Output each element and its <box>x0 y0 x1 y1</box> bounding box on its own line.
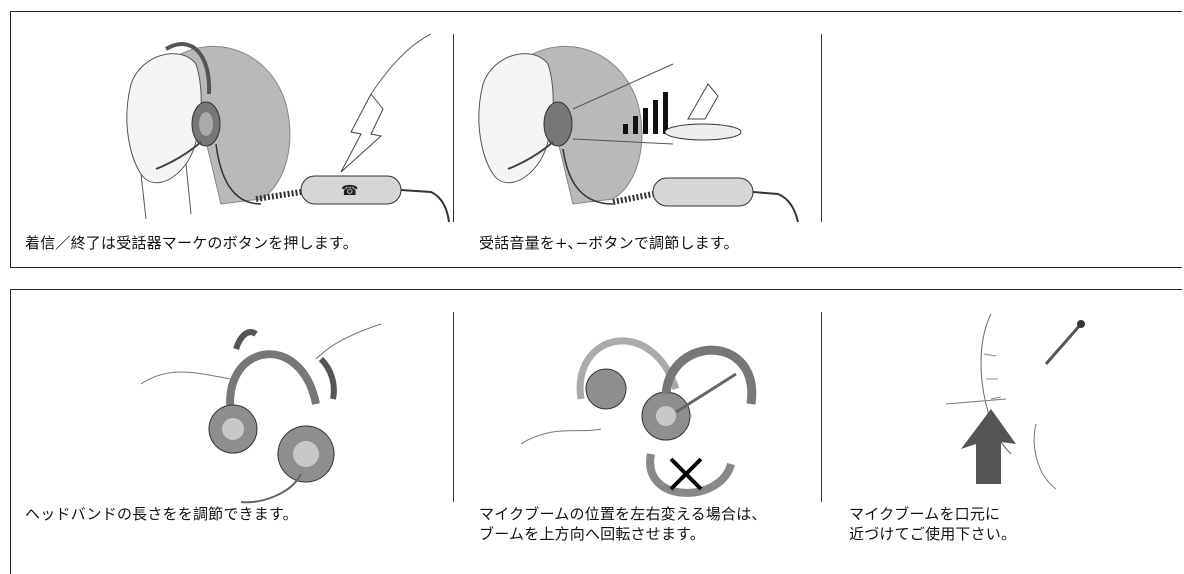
mic-boom-rotate-illustration <box>521 337 757 497</box>
top-caption-1: 着信／終了は受話器マーケのボタンを押します。 <box>25 234 358 252</box>
bottom-caption-2-line-1: マイクブームの位置を左右変える場合は、 <box>479 505 767 523</box>
bottom-caption-3-line-1: マイクブームを口元に <box>849 505 1001 523</box>
bottom-caption-1: ヘッドバンドの長さをを調節できます。 <box>25 505 298 523</box>
top-divider-2 <box>821 34 822 222</box>
bottom-divider-1 <box>453 312 454 502</box>
bottom-caption-2-line-2: ブームを上方向へ回転させます。 <box>479 525 706 543</box>
top-caption-2: 受話音量を+､−ボタンで調節します。 <box>479 234 739 252</box>
top-instruction-panel: ☎ 着信／終了は受話器マーケのボタンを押します。 受話音量を+､−ボタンで調節し… <box>10 11 1182 268</box>
bottom-caption-3-line-2: 近づけてご使用下さい。 <box>849 525 1017 543</box>
top-divider-1 <box>453 34 454 222</box>
headband-adjust-illustration <box>141 323 382 504</box>
svg-text:☎: ☎ <box>341 183 358 199</box>
headset-volume-control-illustration <box>478 45 799 223</box>
mic-boom-mouth-illustration <box>945 313 1085 490</box>
bottom-instruction-panel: ヘッドバンドの長さをを調節できます。 マイクブームの位置を左右変える場合は、 ブ… <box>10 289 1182 574</box>
bottom-divider-2 <box>821 312 822 502</box>
headset-call-button-illustration: ☎ <box>126 33 450 223</box>
